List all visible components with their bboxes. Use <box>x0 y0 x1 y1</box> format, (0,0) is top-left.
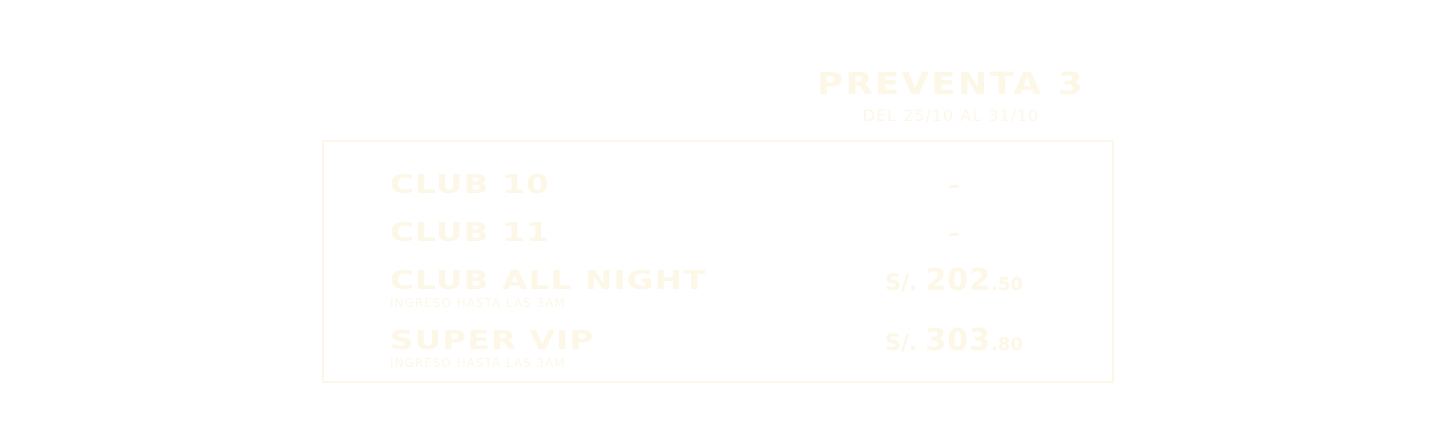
tier-price: S/. 202.50 <box>824 266 1084 300</box>
price-currency: S/. <box>885 331 918 356</box>
price-amount: 303 <box>925 323 991 358</box>
presale-title: PREVENTA 3 <box>817 67 1085 102</box>
tier-row-club-10: CLUB 10 – <box>324 170 1112 220</box>
tier-price: S/. 303.80 <box>824 326 1084 360</box>
tier-row-super-vip: SUPER VIP INGRESO HASTA LAS 3AM S/. 303.8… <box>324 326 1112 376</box>
tier-note: INGRESO HASTA LAS 3AM <box>390 356 566 370</box>
tier-name: CLUB ALL NIGHT <box>390 266 707 296</box>
tier-price: – <box>948 171 960 199</box>
tier-note: INGRESO HASTA LAS 3AM <box>390 296 566 310</box>
tier-row-club-11: CLUB 11 – <box>324 218 1112 268</box>
presale-date-range: DEL 25/10 AL 31/10 <box>862 106 1040 125</box>
tier-row-club-all-night: CLUB ALL NIGHT INGRESO HASTA LAS 3AM S/.… <box>324 266 1112 316</box>
price-table: CLUB 10 – CLUB 11 – CLUB ALL NIGHT INGRE… <box>322 140 1114 383</box>
price-cents: .80 <box>990 334 1023 355</box>
tier-price: – <box>948 219 960 247</box>
presale-header: PREVENTA 3 DEL 25/10 AL 31/10 <box>810 68 1092 126</box>
price-cents: .50 <box>990 274 1023 295</box>
price-currency: S/. <box>885 271 918 296</box>
tier-name: CLUB 10 <box>390 170 550 200</box>
price-amount: 202 <box>925 263 991 298</box>
tier-name: SUPER VIP <box>390 326 595 356</box>
tier-name: CLUB 11 <box>390 218 550 248</box>
